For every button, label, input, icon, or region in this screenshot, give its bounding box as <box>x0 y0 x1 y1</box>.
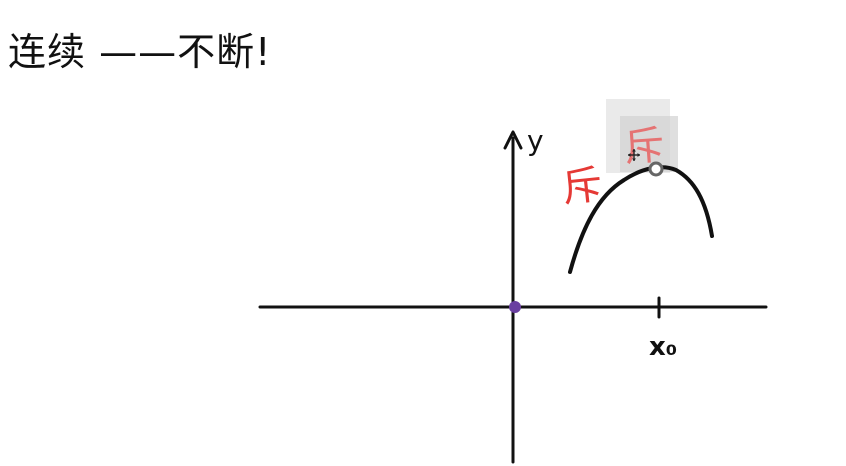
open-point[interactable] <box>648 161 664 177</box>
page-title: 连续 ——不断! <box>8 30 272 74</box>
selection-box-inner[interactable] <box>620 116 678 172</box>
y-axis-label: y <box>527 124 544 157</box>
x0-label: x₀ <box>649 332 677 362</box>
y-axis-arrow <box>503 130 523 150</box>
break-mark-left: 斥 <box>560 162 605 212</box>
origin-point <box>509 301 521 313</box>
move-cursor-icon <box>628 149 640 161</box>
break-mark-right[interactable]: 斥 <box>623 122 666 171</box>
function-curve <box>568 165 714 274</box>
